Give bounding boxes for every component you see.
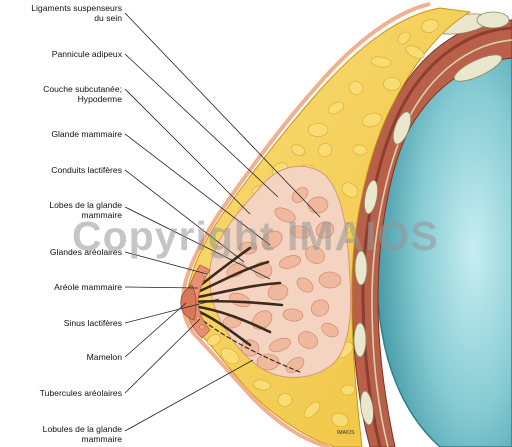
gland-lobe: [269, 337, 291, 353]
skin: [180, 2, 431, 447]
gland-lobe: [261, 230, 283, 250]
fat-lobule: [340, 384, 356, 396]
leader-line-8: [124, 286, 199, 289]
nipple: [180, 284, 197, 321]
fat-lobule: [317, 143, 333, 157]
gland-lobe: [282, 308, 304, 322]
gland-lobe: [278, 255, 302, 269]
leader-line-11: [124, 318, 201, 394]
gland-lobe: [315, 221, 335, 239]
fat-lobule: [383, 77, 401, 91]
label-3: Couche subcutanée;Hypoderme: [43, 84, 122, 104]
label-4: Glande mammaire: [51, 129, 122, 139]
fat-lobule: [327, 101, 345, 115]
fat-lobule: [207, 334, 221, 346]
fat-lobule: [397, 31, 411, 45]
leader-line-4: [124, 133, 271, 246]
label-7: Glandes aréolaires: [49, 247, 122, 257]
gland-lobe: [226, 262, 246, 278]
leader-line-10: [124, 302, 187, 358]
fat-lobule: [370, 56, 392, 68]
gland-lobe: [289, 225, 311, 239]
fat-lobule: [307, 123, 329, 137]
leader-line-12: [124, 359, 254, 432]
fat-lobule: [421, 18, 439, 34]
copyright-watermark: Copyright IMAIOS: [72, 213, 439, 259]
gland-lobe: [296, 277, 314, 293]
fat-lobule: [361, 112, 383, 128]
leader-line-9: [124, 298, 220, 324]
gland-lobe: [318, 271, 342, 289]
label-8: Aréole mammaire: [54, 282, 122, 292]
lactiferous-duct: [191, 304, 272, 334]
fat-lobule: [331, 412, 349, 428]
fat-lobule: [277, 393, 293, 407]
label-11: Tubercules aréolaires: [39, 388, 122, 398]
fat-lobule: [352, 144, 368, 156]
gland-lobe: [298, 331, 318, 349]
corner-logo-mark: IMAIOS: [337, 430, 355, 436]
leader-line-6: [124, 206, 271, 280]
leader-line-2: [124, 53, 279, 198]
gland-lobe: [307, 196, 329, 214]
leader-lines: [124, 12, 321, 432]
fat-lobule: [291, 144, 305, 156]
mammary-gland-body: [209, 165, 352, 378]
leader-line-7: [124, 251, 208, 275]
fascia-line: [371, 39, 512, 447]
fat-lobule: [303, 401, 321, 419]
leader-line-3: [124, 88, 251, 215]
gland-lobe: [305, 246, 325, 264]
gland-lobe: [274, 207, 296, 223]
lactiferous-duct: [191, 299, 284, 307]
lactiferous-duct: [191, 281, 282, 300]
gland-lobe: [310, 299, 330, 317]
label-2: Pannicule adipeux: [51, 49, 122, 59]
fat-lobule: [341, 182, 359, 198]
gland-lobe: [321, 322, 339, 338]
leader-line-1: [124, 12, 321, 218]
label-10: Mamelon: [86, 352, 122, 362]
fat-lobule: [220, 347, 240, 365]
fat-lobule: [348, 81, 364, 95]
fat-lobule: [405, 45, 425, 59]
gland-lobe: [256, 353, 280, 371]
label-9: Sinus lactifères: [63, 318, 122, 328]
leader-line-5: [124, 169, 245, 263]
fat-lobule: [253, 379, 271, 391]
label-5: Conduits lactifères: [51, 165, 122, 175]
gland-lobe: [229, 292, 251, 308]
